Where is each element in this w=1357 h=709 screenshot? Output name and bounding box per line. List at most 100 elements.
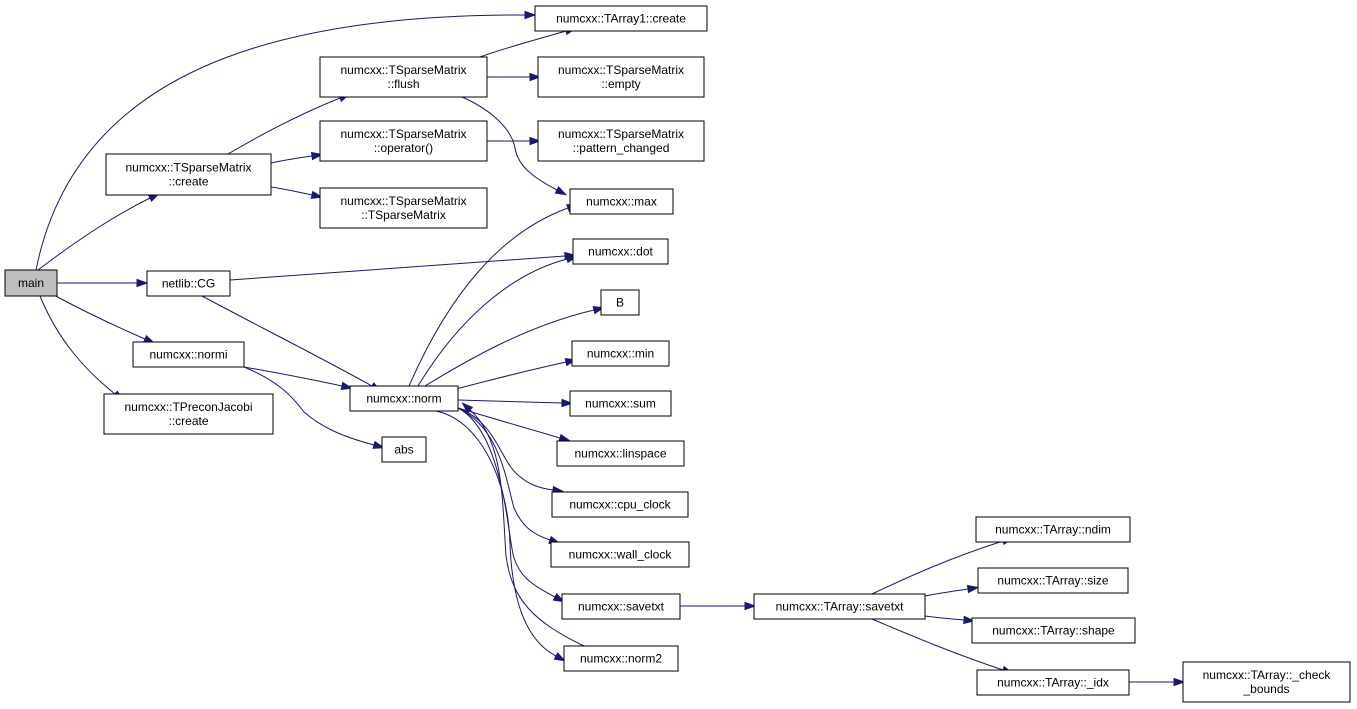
node-box bbox=[572, 238, 669, 265]
node-label: numcxx::TArray::shape bbox=[992, 624, 1115, 638]
node-dot[interactable]: numcxx::dot bbox=[572, 238, 669, 265]
edge-line bbox=[229, 255, 566, 281]
edge-arrowhead bbox=[340, 381, 354, 391]
edge-arrowhead bbox=[744, 601, 757, 611]
edge-layer bbox=[35, 10, 1186, 687]
edge-normi-to-norm bbox=[243, 366, 354, 391]
edge-line bbox=[51, 293, 146, 340]
node-main[interactable]: main bbox=[4, 269, 58, 297]
node-tsparse-empty[interactable]: numcxx::TSparseMatrix::empty bbox=[537, 56, 705, 98]
edge-tsparse_operator-to-tsparse_pattern bbox=[487, 136, 542, 146]
node-tsparse-flush[interactable]: numcxx::TSparseMatrix::flush bbox=[319, 56, 488, 98]
node-norm[interactable]: numcxx::norm bbox=[349, 385, 459, 412]
edge-arrowhead bbox=[552, 593, 566, 603]
node-label: numcxx::norm2 bbox=[580, 652, 662, 666]
node-tarray-savetxt[interactable]: numcxx::TArray::savetxt bbox=[753, 593, 926, 620]
edge-line bbox=[469, 409, 585, 647]
edge-main-to-tsparse_create bbox=[37, 192, 161, 271]
edge-line bbox=[270, 155, 313, 164]
node-netlib-cg[interactable]: netlib::CG bbox=[146, 270, 231, 297]
node-tsparse-operator[interactable]: numcxx::TSparseMatrix::operator() bbox=[319, 120, 488, 162]
node-label: numcxx::TArray::ndim bbox=[995, 523, 1111, 537]
edge-arrowhead bbox=[524, 10, 537, 20]
node-wall-clock[interactable]: numcxx::wall_clock bbox=[550, 541, 690, 568]
node-cpu-clock[interactable]: numcxx::cpu_clock bbox=[551, 491, 689, 518]
edge-tarray_savetxt-to-tarray_shape bbox=[924, 615, 976, 625]
node-box bbox=[571, 340, 670, 367]
edge-main-to-tprecon_create bbox=[39, 295, 124, 402]
edge-tsparse_flush-to-max bbox=[461, 96, 568, 196]
edge-main-to-tarray1_create bbox=[35, 10, 537, 271]
edge-norm-to-min bbox=[455, 358, 578, 390]
edge-arrowhead bbox=[558, 433, 572, 442]
node-box bbox=[537, 56, 705, 98]
edge-line bbox=[435, 410, 557, 657]
edge-line bbox=[461, 96, 558, 191]
node-label: numcxx::linspace bbox=[574, 447, 666, 461]
node-b[interactable]: B bbox=[600, 289, 640, 316]
node-tarray-ndim[interactable]: numcxx::TArray::ndim bbox=[975, 516, 1131, 543]
node-min[interactable]: numcxx::min bbox=[571, 340, 670, 367]
node-normi[interactable]: numcxx::normi bbox=[132, 341, 245, 368]
edge-arrowhead bbox=[561, 398, 574, 408]
edge-tsparse_create-to-tsparse_ctor bbox=[270, 186, 324, 200]
edge-tarray_savetxt-to-tarray_size bbox=[924, 584, 980, 597]
node-label: numcxx::TArray::size bbox=[997, 574, 1108, 588]
node-tarray-idx[interactable]: numcxx::TArray::_idx bbox=[976, 669, 1130, 696]
node-tarray1-create[interactable]: numcxx::TArray1::create bbox=[534, 5, 708, 32]
edge-line bbox=[457, 407, 556, 598]
node-tsparse-ctor[interactable]: numcxx::TSparseMatrix::TSparseMatrix bbox=[319, 187, 488, 229]
edge-arrowhead bbox=[963, 615, 976, 625]
edge-line bbox=[455, 361, 567, 390]
edge-line bbox=[417, 258, 568, 387]
edge-line bbox=[408, 207, 569, 387]
node-linspace[interactable]: numcxx::linspace bbox=[556, 440, 685, 467]
edge-line bbox=[871, 540, 1004, 595]
node-label: abs bbox=[394, 443, 413, 457]
node-label: ::operator() bbox=[374, 141, 433, 155]
node-box bbox=[600, 289, 640, 316]
edge-arrowhead bbox=[310, 190, 324, 200]
node-norm2[interactable]: numcxx::norm2 bbox=[563, 645, 679, 672]
node-tprecon-create[interactable]: numcxx::TPreconJacobi::create bbox=[103, 393, 274, 435]
node-box bbox=[381, 436, 427, 463]
edge-line bbox=[243, 366, 375, 446]
edge-line bbox=[35, 14, 526, 271]
node-tsparse-pattern[interactable]: numcxx::TSparseMatrix::pattern_changed bbox=[537, 120, 705, 162]
edge-norm-to-savetxt bbox=[457, 407, 566, 603]
node-tarray-size[interactable]: numcxx::TArray::size bbox=[977, 567, 1129, 594]
edge-line bbox=[270, 186, 313, 196]
edge-savetxt-to-tarray_savetxt bbox=[680, 601, 757, 611]
node-label: numcxx::wall_clock bbox=[569, 548, 673, 562]
node-label: _bounds bbox=[1242, 682, 1289, 696]
node-savetxt[interactable]: numcxx::savetxt bbox=[561, 593, 681, 620]
node-max[interactable]: numcxx::max bbox=[569, 188, 674, 215]
edge-arrowhead bbox=[461, 402, 474, 414]
node-tarray-check[interactable]: numcxx::TArray::_check_bounds bbox=[1182, 661, 1351, 703]
edge-arrowhead bbox=[529, 136, 542, 146]
edge-tsparse_flush-to-tsparse_empty bbox=[487, 72, 542, 82]
edge-line bbox=[924, 588, 969, 597]
node-box bbox=[976, 669, 1130, 696]
node-sum[interactable]: numcxx::sum bbox=[569, 390, 672, 417]
node-box bbox=[146, 270, 231, 297]
node-label: numcxx::TSparseMatrix bbox=[558, 63, 684, 77]
node-label: numcxx::TArray::_idx bbox=[997, 676, 1109, 690]
node-label: numcxx::TArray1::create bbox=[556, 12, 686, 26]
edge-line bbox=[39, 295, 116, 395]
node-label: numcxx::TPreconJacobi bbox=[124, 400, 252, 414]
node-box bbox=[569, 390, 672, 417]
edge-line bbox=[243, 366, 343, 387]
node-box bbox=[753, 593, 926, 620]
node-box bbox=[556, 440, 685, 467]
edge-norm-to-sum bbox=[457, 398, 574, 408]
edge-arrowhead bbox=[554, 186, 568, 196]
node-tsparse-create[interactable]: numcxx::TSparseMatrix::create bbox=[105, 153, 272, 196]
node-label: numcxx::TArray::_check bbox=[1203, 668, 1332, 682]
node-layer: main numcxx::TArray1::createnumcxx::TSpar… bbox=[4, 5, 1351, 703]
edge-line bbox=[227, 97, 341, 155]
edge-arrowhead bbox=[966, 584, 980, 594]
node-tarray-shape[interactable]: numcxx::TArray::shape bbox=[971, 617, 1136, 644]
node-abs[interactable]: abs bbox=[381, 436, 427, 463]
